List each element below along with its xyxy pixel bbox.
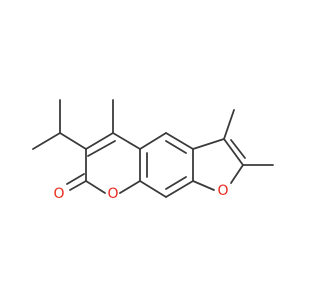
bond xyxy=(69,180,87,191)
ring-oxygen-label: O xyxy=(107,186,118,202)
bond xyxy=(165,140,187,154)
bond xyxy=(32,132,61,150)
bond xyxy=(230,139,246,159)
bond xyxy=(119,180,141,194)
bond xyxy=(165,176,187,190)
bond xyxy=(139,132,167,150)
furan-oxygen-label: O xyxy=(217,183,228,199)
bond xyxy=(165,180,194,198)
bond xyxy=(230,164,244,184)
bond xyxy=(192,180,215,191)
bond xyxy=(87,140,116,157)
bond xyxy=(192,138,225,150)
bond xyxy=(223,138,244,166)
bond xyxy=(139,180,167,198)
molecule-structure-diagram: O O O xyxy=(32,99,274,202)
atom-labels: O O O xyxy=(53,183,228,202)
bond xyxy=(85,132,114,150)
bond-lines xyxy=(32,99,274,198)
bond xyxy=(59,132,87,150)
bond xyxy=(85,180,106,194)
carbonyl-oxygen-label: O xyxy=(53,186,64,202)
bond xyxy=(112,132,141,150)
bond xyxy=(66,173,85,185)
bond xyxy=(223,109,235,140)
bond xyxy=(165,132,194,150)
